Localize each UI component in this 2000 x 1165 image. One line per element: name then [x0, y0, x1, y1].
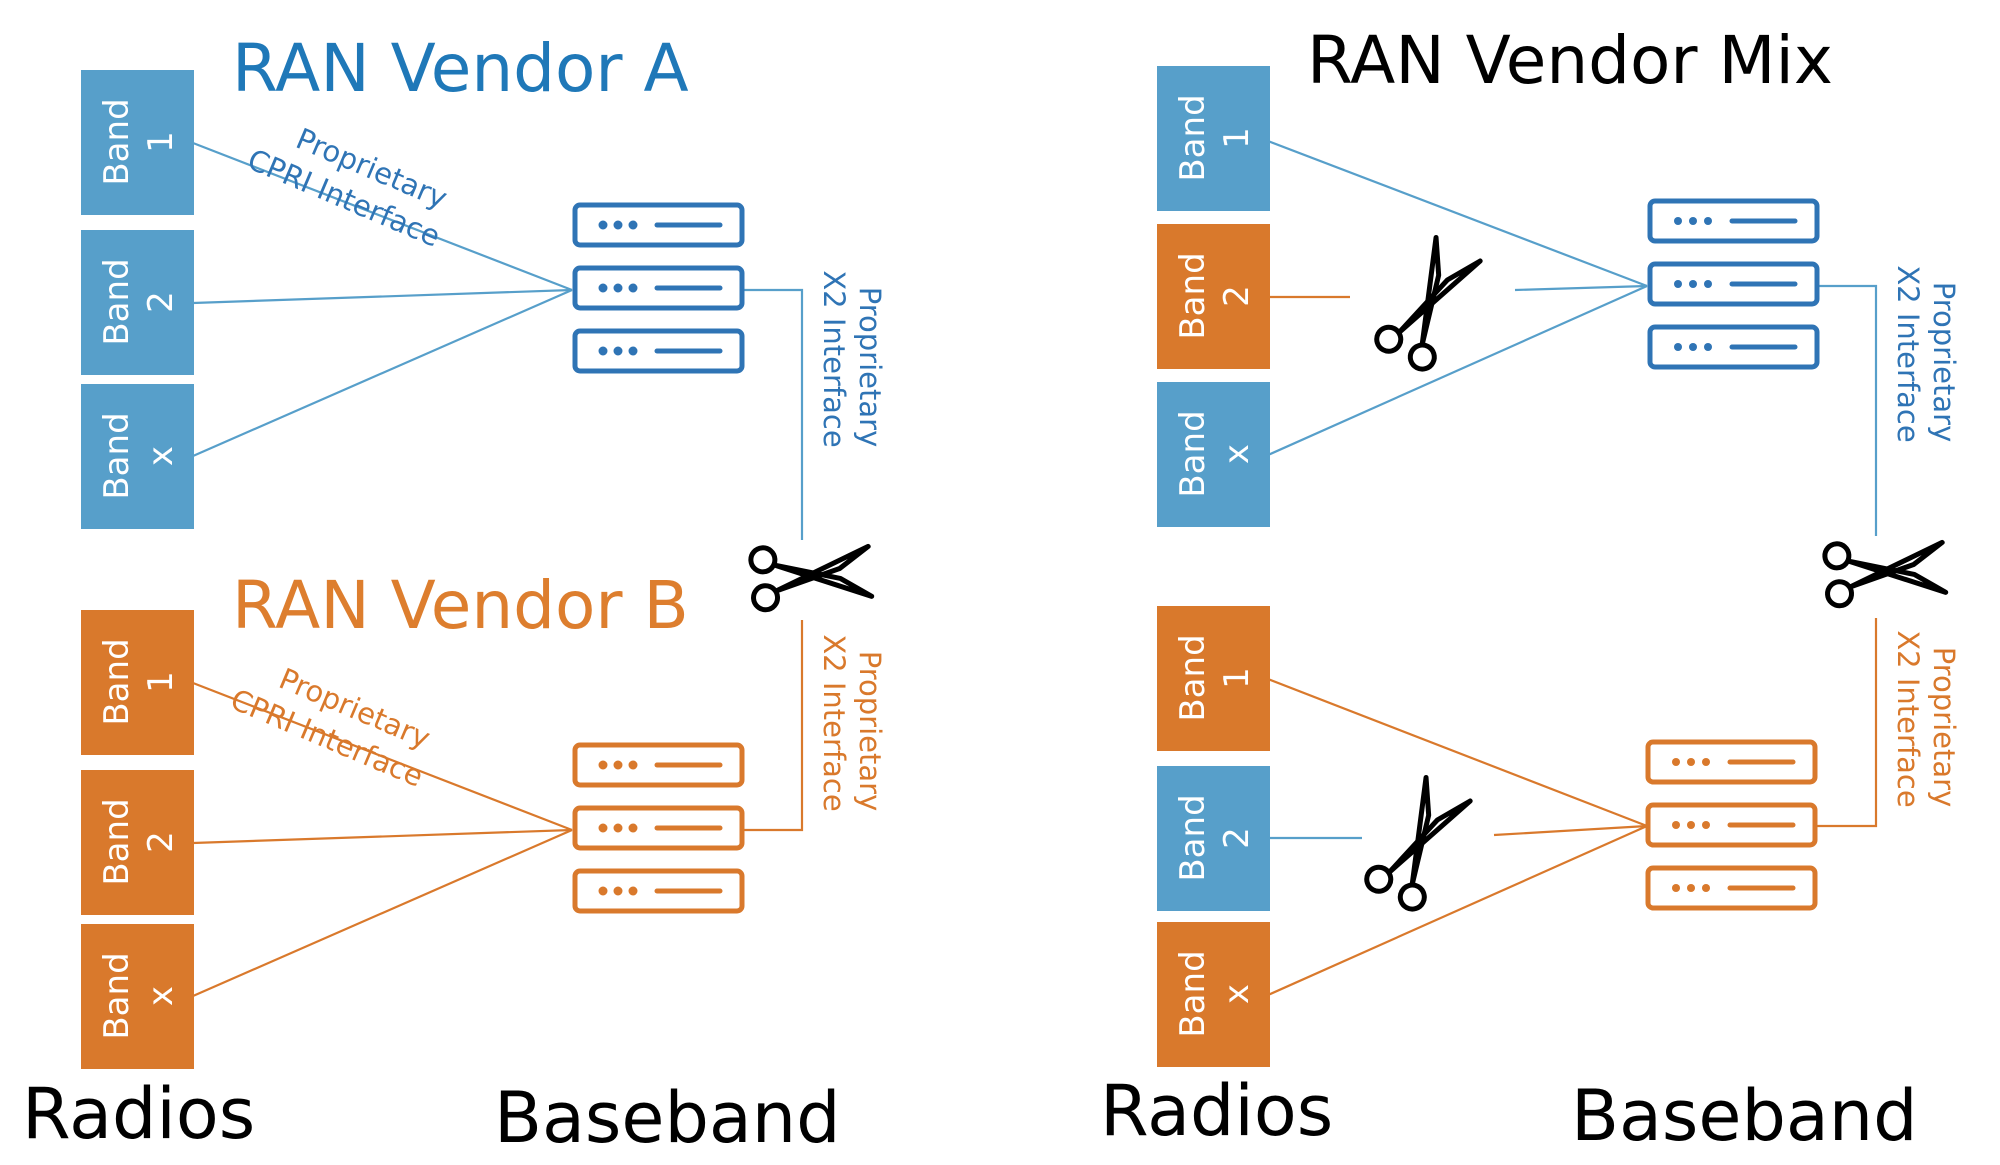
band-number: 2 — [1217, 827, 1257, 849]
band-box: Band 2 — [1157, 766, 1270, 911]
band-number: x — [1217, 444, 1257, 464]
radios-label: Radios — [22, 1073, 255, 1155]
band-label: Band — [97, 258, 137, 345]
mix-top-links — [1267, 139, 1878, 536]
band-number: x — [141, 986, 181, 1006]
band-box: Band 2 — [81, 770, 194, 915]
scissors-icon — [1364, 775, 1473, 912]
band-number: 1 — [141, 131, 181, 153]
band-label: Band — [97, 952, 137, 1039]
x2-interface-label-a: Proprietary X2 Interface — [817, 270, 887, 447]
x2-label-line1: Proprietary — [853, 651, 887, 811]
band-box: Band x — [81, 384, 194, 529]
mix-bottom-baseband-server-icon — [1645, 739, 1818, 911]
band-label: Band — [1173, 794, 1213, 881]
radios-label: Radios — [1100, 1070, 1333, 1152]
x2-label-line1: Proprietary — [853, 287, 887, 447]
band-number: x — [1217, 984, 1257, 1004]
scissors-icon — [1374, 235, 1483, 372]
title-ran-vendor-mix: RAN Vendor Mix — [1307, 22, 1833, 99]
cpri-interface-label-b: Proprietary CPRI Interface — [226, 661, 435, 793]
mix-x2-interface-label-bottom: Proprietary X2 Interface — [1891, 630, 1961, 807]
band-number: x — [141, 446, 181, 466]
band-number: 1 — [141, 671, 181, 693]
mix-top-baseband-server-icon — [1647, 198, 1820, 370]
vendor-b-baseband-server-icon — [572, 742, 745, 914]
x2-label-line2: X2 Interface — [817, 270, 851, 447]
band-label: Band — [97, 98, 137, 185]
band-label: Band — [97, 412, 137, 499]
scissors-icon — [748, 543, 875, 613]
band-box: Band 1 — [81, 70, 194, 215]
mix-top-radios: Band 1 Band 2 Band x — [1157, 66, 1270, 527]
mix-bottom-radios: Band 1 Band 2 Band x — [1157, 606, 1270, 1067]
band-box: Band 1 — [81, 610, 194, 755]
title-ran-vendor-b: RAN Vendor B — [232, 567, 689, 644]
band-box: Band x — [1157, 382, 1270, 527]
band-label: Band — [1173, 950, 1213, 1037]
band-box: Band x — [81, 924, 194, 1069]
title-ran-vendor-a: RAN Vendor A — [232, 30, 689, 107]
x2-label-line2: X2 Interface — [1891, 265, 1925, 442]
band-number: 1 — [1217, 127, 1257, 149]
x2-label-line1: Proprietary — [1927, 282, 1961, 442]
band-box: Band x — [1157, 922, 1270, 1067]
band-label: Band — [1173, 252, 1213, 339]
band-label: Band — [1173, 634, 1213, 721]
x2-interface-label-b: Proprietary X2 Interface — [817, 634, 887, 811]
vendor-a-baseband-server-icon — [572, 202, 745, 374]
mix-bottom-links — [1267, 618, 1878, 997]
band-box: Band 2 — [81, 230, 194, 375]
band-number: 1 — [1217, 667, 1257, 689]
baseband-label: Baseband — [494, 1077, 841, 1159]
mix-x2-interface-label-top: Proprietary X2 Interface — [1891, 265, 1961, 442]
band-label: Band — [97, 638, 137, 725]
x2-label-line1: Proprietary — [1927, 647, 1961, 807]
x2-label-line2: X2 Interface — [1891, 630, 1925, 807]
cpri-interface-label-a: Proprietary CPRI Interface — [243, 121, 452, 253]
vendor-a-cpri-links — [192, 141, 804, 540]
scissors-icon — [1822, 539, 1949, 609]
x2-label-line2: X2 Interface — [817, 634, 851, 811]
band-number: 2 — [141, 831, 181, 853]
vendor-b-radios: Band 1 Band 2 Band x — [81, 610, 194, 1069]
band-label: Band — [1173, 410, 1213, 497]
baseband-label: Baseband — [1571, 1075, 1918, 1157]
band-box: Band 1 — [1157, 66, 1270, 211]
band-label: Band — [97, 798, 137, 885]
band-label: Band — [1173, 94, 1213, 181]
band-number: 2 — [141, 291, 181, 313]
vendor-b-cpri-links — [192, 620, 804, 998]
band-number: 2 — [1217, 285, 1257, 307]
band-box: Band 1 — [1157, 606, 1270, 751]
vendor-a-radios: Band 1 Band 2 Band x — [81, 70, 194, 529]
band-box: Band 2 — [1157, 224, 1270, 369]
